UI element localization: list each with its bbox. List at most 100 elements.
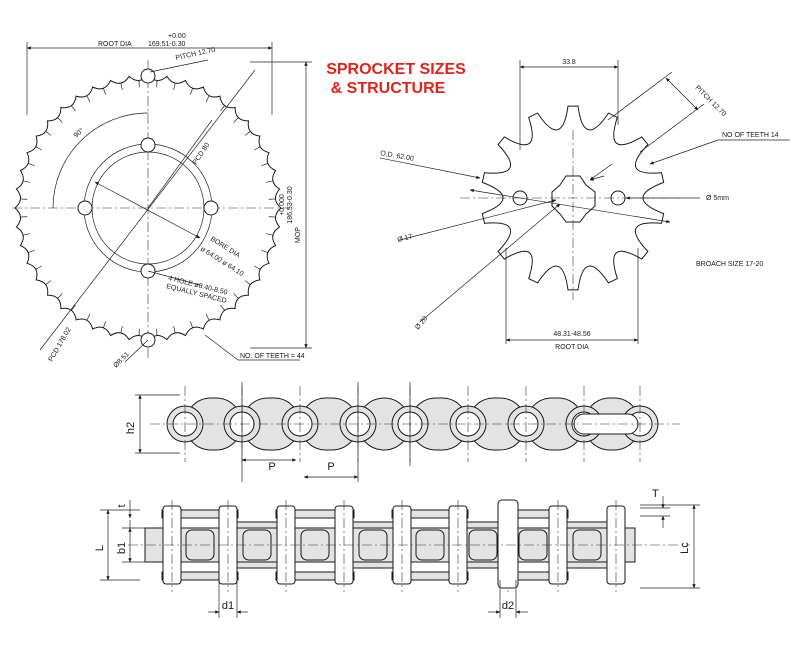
large-sprocket-tooth-mark — [20, 216, 28, 218]
root-dia-value: 169.51-0.30 — [148, 41, 185, 48]
pitch-ext-2 — [639, 103, 705, 153]
top-plate-lower — [391, 571, 469, 581]
d1-label: d1 — [222, 600, 234, 612]
large-sprocket-tooth-mark — [205, 314, 210, 321]
large-sprocket-tooth-mark — [261, 162, 269, 167]
large-sprocket-tooth-mark — [86, 314, 91, 321]
d20-label: Ø 20 — [414, 315, 429, 331]
large-sprocket-tooth-mark — [156, 328, 158, 336]
bolt-hole-top — [140, 137, 156, 153]
mop-value: 186.53-0.30 — [287, 186, 294, 223]
pitch-dim — [665, 77, 699, 111]
hole-leader — [147, 270, 201, 286]
large-sprocket-tooth-mark — [22, 233, 30, 236]
large-sprocket-tooth-mark — [138, 80, 140, 88]
large-sprocket-tooth-mark — [22, 180, 30, 183]
top-plate-upper — [161, 509, 239, 519]
large-sprocket-tooth-mark — [244, 131, 251, 136]
small-root-label: ROOT DIA — [555, 344, 589, 351]
large-sprocket-tooth-mark — [244, 280, 251, 285]
mop-tol: +0.000 — [279, 194, 286, 216]
d17-leader — [399, 199, 557, 241]
large-sprocket-tooth-mark — [205, 95, 210, 102]
L-label: L — [94, 545, 106, 551]
large-sprocket-tooth-mark — [71, 304, 76, 311]
angle-arc — [52, 112, 149, 209]
bolt-hole-right — [203, 200, 219, 216]
broach-label: BROACH SIZE 17-20 — [696, 261, 763, 268]
od-leader — [379, 157, 481, 179]
large-sprocket-tooth-mark — [120, 82, 123, 90]
large-sprocket-tooth-mark — [45, 280, 52, 285]
pcd-total-label: PCD 178.02 — [48, 326, 73, 363]
small-hole-leader — [124, 339, 149, 363]
d2-label: d2 — [502, 600, 514, 612]
root-dia-tol: +0.00 — [168, 33, 186, 40]
large-sprocket-tooth-mark — [268, 198, 276, 200]
teeth-label-small: NO OF TEETH 14 — [722, 132, 779, 139]
large-sprocket-tooth-mark — [102, 87, 107, 95]
pitch-label: PITCH 12.70 — [175, 47, 216, 62]
small-hole-label: Ø8.51 — [112, 351, 131, 370]
d20-leader — [419, 203, 561, 323]
d17-leader-b — [589, 175, 605, 181]
p1-label: P — [268, 461, 275, 473]
large-sprocket-tooth-mark — [268, 216, 276, 218]
Lc-label: Lc — [679, 542, 691, 554]
od-label: O.D. 62.00 — [380, 150, 415, 163]
large-sprocket-tooth-mark — [102, 321, 107, 329]
root-dia-label: ROOT DIA — [98, 41, 132, 48]
width-label: 33.8 — [562, 59, 576, 66]
large-sprocket-tooth-mark — [220, 105, 225, 112]
pitch-leader — [149, 59, 209, 73]
large-sprocket-tooth-mark — [27, 162, 35, 167]
top-plate-lower — [275, 571, 355, 581]
large-sprocket-tooth-mark — [27, 249, 35, 254]
small-sprocket-hub — [551, 175, 596, 223]
mop-label: MOP — [295, 227, 302, 243]
angle-label: 90° — [72, 126, 85, 139]
large-sprocket-tooth-mark — [57, 117, 63, 123]
T-label: T — [652, 488, 659, 500]
teeth-label: NO. OF TEETH = 44 — [240, 353, 305, 360]
teeth-leader-small — [649, 139, 719, 165]
small-root-value: 48.31-48.56 — [553, 331, 590, 338]
large-sprocket-tooth-mark — [35, 265, 42, 270]
large-sprocket-tooth-mark — [71, 105, 76, 112]
large-sprocket-tooth-mark — [189, 87, 194, 95]
large-sprocket-tooth-mark — [266, 233, 274, 236]
connecting-pin — [497, 499, 519, 589]
large-sprocket-tooth-mark — [254, 265, 261, 270]
small-sprocket: 33.8 PITCH 12.70 NO OF TEETH 14 O.D. 62.… — [380, 59, 790, 351]
p2-label: P — [327, 461, 334, 473]
pitch-hole-top — [140, 68, 156, 84]
chain-top-view: L b1 t T Lc d1 d2 — [94, 488, 700, 618]
chain-side-links — [166, 386, 659, 462]
large-sprocket-tooth-mark — [233, 117, 239, 123]
large-sprocket-tooth-mark — [233, 293, 239, 299]
pitch-ext-1 — [607, 71, 673, 121]
d20-leader-b — [589, 163, 613, 181]
large-sprocket: ROOT DIA +0.00 169.51-0.30 +0.000 186.53… — [12, 33, 312, 369]
large-sprocket-tooth-mark — [173, 326, 176, 334]
h2-label: h2 — [125, 422, 137, 434]
large-sprocket-tooth-mark — [120, 326, 123, 334]
bolt-hole-left — [77, 200, 93, 216]
t-label: t — [116, 504, 128, 507]
large-sprocket-tooth-mark — [173, 82, 176, 90]
large-sprocket-tooth-mark — [261, 249, 269, 254]
large-sprocket-tooth-mark — [189, 321, 194, 329]
large-sprocket-tooth-mark — [35, 146, 42, 151]
large-sprocket-tooth-mark — [220, 304, 225, 311]
b1-label: b1 — [116, 542, 128, 554]
large-sprocket-tooth-mark — [138, 328, 140, 336]
top-plate-upper — [391, 509, 469, 519]
large-sprocket-tooth-mark — [266, 180, 274, 183]
large-sprocket-tooth-mark — [20, 198, 28, 200]
top-plate-upper — [275, 509, 355, 519]
hole-label-small: Ø 5mm — [706, 195, 729, 202]
title-line-2: & STRUCTURE — [331, 80, 446, 97]
pitch-label-small: PITCH 12.70 — [694, 84, 728, 118]
teeth-leader — [204, 334, 239, 361]
